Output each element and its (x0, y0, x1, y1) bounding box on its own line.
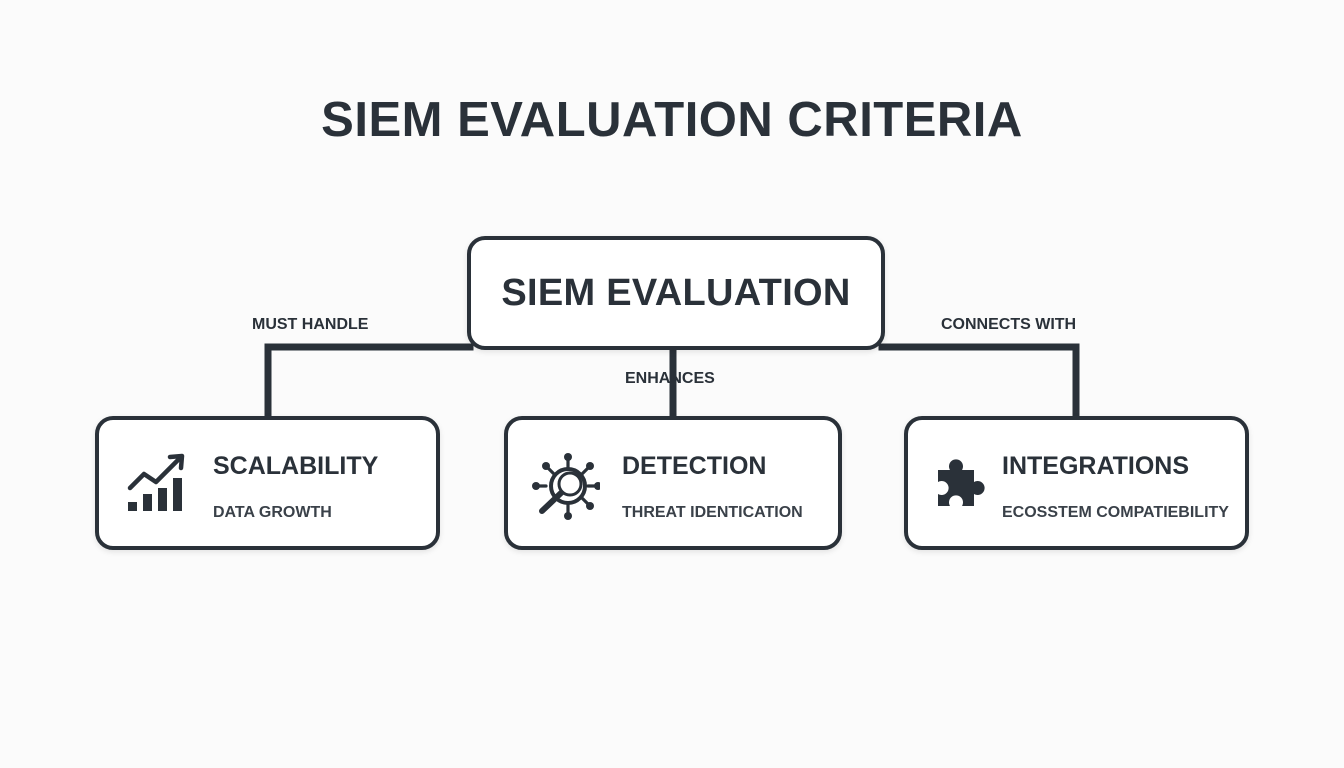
node-integrations-subtitle: ECOSSTEM COMPATIEBILITY (1002, 504, 1229, 521)
node-detection: DETECTION THREAT IDENTICATION (504, 416, 842, 550)
edge-label-connects-with: CONNECTS WITH (941, 316, 1077, 333)
growth-chart-icon (127, 453, 185, 511)
threat-search-icon (532, 453, 600, 520)
root-node-siem-evaluation: SIEM EVALUATION (467, 236, 885, 350)
node-detection-title: DETECTION (622, 452, 767, 480)
connector-right (878, 343, 1080, 422)
node-integrations-title: INTEGRATIONS (1002, 452, 1190, 480)
diagram-title: SIEM EVALUATION CRITERIA (321, 93, 1023, 147)
node-scalability: SCALABILITY DATA GROWTH (95, 416, 440, 550)
node-scalability-subtitle: DATA GROWTH (213, 504, 332, 521)
root-node-label: SIEM EVALUATION (501, 271, 851, 314)
edge-label-enhances: ENHANCES (625, 370, 715, 387)
connector-left (264, 343, 474, 422)
node-integrations: INTEGRATIONS ECOSSTEM COMPATIEBILITY (904, 416, 1249, 550)
node-detection-subtitle: THREAT IDENTICATION (622, 504, 803, 521)
node-scalability-title: SCALABILITY (213, 452, 379, 480)
edge-label-must-handle: MUST HANDLE (252, 316, 369, 333)
puzzle-piece-icon (938, 459, 985, 506)
